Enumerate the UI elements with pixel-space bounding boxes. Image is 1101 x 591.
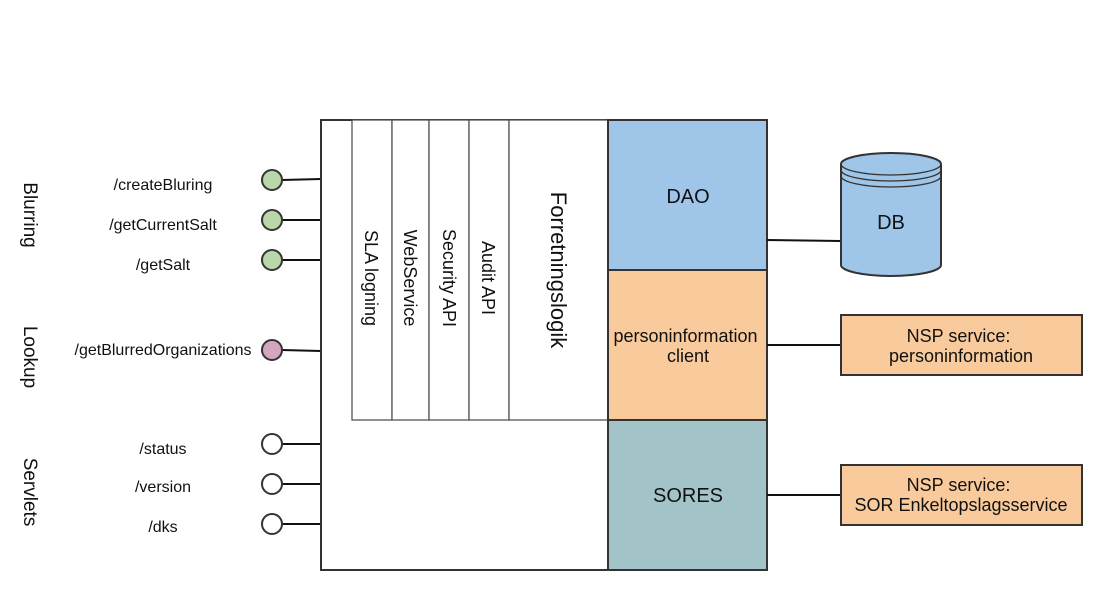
- database-db[interactable]: DB: [840, 152, 942, 277]
- service-label: NSP service: SOR Enkeltopslagsservice: [854, 475, 1067, 515]
- service-label: NSP service: personinformation: [889, 326, 1033, 366]
- connector-line: [281, 178, 322, 181]
- endpoint-label: /createBluring: [114, 177, 213, 194]
- layer-audit-api[interactable]: Audit API: [468, 119, 510, 421]
- endpoint-label: /dks: [148, 519, 177, 536]
- interface-circle-icon: [261, 513, 283, 535]
- endpoint-label: /getCurrentSalt: [109, 217, 217, 234]
- nsp-service-personinformation[interactable]: NSP service: personinformation: [840, 314, 1083, 376]
- endpoint-dks[interactable]: /dks: [148, 513, 321, 536]
- layer-security-api[interactable]: Security API: [428, 119, 470, 421]
- service-label-line: personinformation: [889, 346, 1033, 366]
- component-label: personinformation client: [613, 326, 762, 366]
- component-label-line: personinformation: [613, 326, 757, 346]
- layer-sla-logning[interactable]: SLA logning: [351, 119, 393, 421]
- interface-circle-icon: [261, 433, 283, 455]
- interface-circle-icon: [261, 339, 283, 361]
- endpoint-status[interactable]: /status: [139, 433, 321, 458]
- endpoint-get-current-salt[interactable]: /getCurrentSalt: [109, 209, 321, 234]
- layer-label: SLA logning: [361, 230, 381, 326]
- component-personinformation-client[interactable]: personinformation client: [607, 269, 768, 421]
- endpoint-version[interactable]: /version: [135, 473, 321, 496]
- service-label-line: SOR Enkeltopslagsservice: [854, 495, 1067, 515]
- layer-label: Security API: [439, 229, 459, 327]
- group-label-lookup: Lookup: [19, 326, 40, 388]
- component-label: DAO: [666, 186, 709, 208]
- layer-label: Audit API: [478, 241, 498, 315]
- component-label-line: client: [667, 346, 709, 366]
- connector-line: [281, 349, 322, 352]
- database-cylinder-icon: [840, 152, 942, 277]
- layer-label: WebService: [400, 230, 420, 327]
- endpoint-get-blurred-organizations[interactable]: /getBlurredOrganizations: [75, 339, 322, 361]
- component-sores[interactable]: SORES: [607, 419, 768, 571]
- nsp-service-sor-enkeltopslagsservice[interactable]: NSP service: SOR Enkeltopslagsservice: [840, 464, 1083, 526]
- endpoint-label: /getSalt: [136, 257, 191, 274]
- layer-webservice[interactable]: WebService: [391, 119, 430, 421]
- endpoint-get-salt[interactable]: /getSalt: [136, 249, 321, 274]
- component-dao[interactable]: DAO: [607, 119, 768, 271]
- component-label: SORES: [653, 485, 723, 507]
- database-label: DB: [877, 212, 905, 234]
- endpoint-label: /status: [139, 441, 186, 458]
- endpoint-create-bluring[interactable]: /createBluring: [114, 169, 322, 194]
- endpoint-label: /getBlurredOrganizations: [75, 342, 252, 359]
- group-label-blurring: Blurring: [19, 182, 40, 247]
- layer-label: Forretningslogik: [546, 192, 571, 350]
- group-label-servlets: Servlets: [19, 458, 40, 527]
- connector-dao-db: [766, 239, 842, 242]
- interface-circle-icon: [261, 209, 283, 231]
- interface-circle-icon: [261, 249, 283, 271]
- service-label-line: NSP service:: [907, 326, 1011, 346]
- layer-forretningslogik[interactable]: Forretningslogik: [508, 119, 609, 421]
- interface-circle-icon: [261, 473, 283, 495]
- interface-circle-icon: [261, 169, 283, 191]
- service-label-line: NSP service:: [907, 475, 1011, 495]
- endpoint-label: /version: [135, 479, 191, 496]
